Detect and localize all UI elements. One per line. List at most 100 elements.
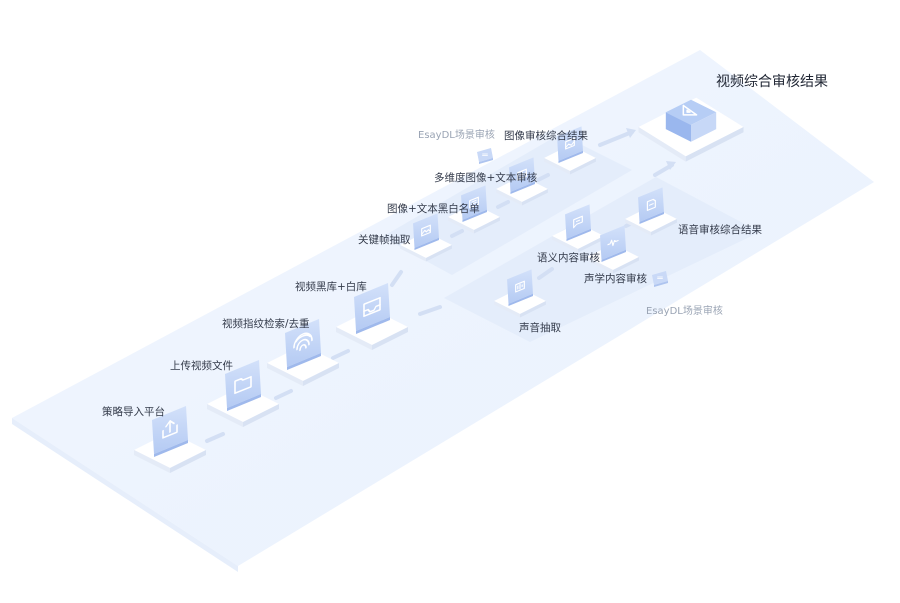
label-multi-dim: 多维度图像+文本审核: [434, 172, 538, 184]
node-voice-result: [625, 187, 677, 236]
label-audio-extract: 声音抽取: [519, 322, 561, 334]
arrow-2: [274, 389, 293, 400]
node-policy: [134, 406, 206, 473]
triangle-ruler-icon: [682, 104, 698, 116]
node-device: [225, 360, 261, 408]
arrow-3: [331, 349, 350, 360]
label-keyframe: 关键帧抽取: [358, 234, 411, 246]
easydl-icon: [657, 276, 663, 279]
node-device: [600, 225, 626, 260]
arrow-heads: [626, 128, 676, 170]
node-tile-side-right: [613, 257, 639, 274]
node-tile-side: [625, 219, 651, 236]
arrow-8: [536, 173, 550, 182]
node-tile-side: [494, 301, 520, 318]
label-img-text-list: 图像+文本黑白名单: [387, 203, 480, 215]
easydl-icon: [482, 153, 488, 156]
easydl-chip: [477, 148, 493, 162]
arrow-6: [450, 229, 464, 238]
final-base-side-right: [685, 127, 744, 162]
arrow-7: [496, 200, 510, 209]
node-device-edge: [462, 209, 487, 223]
node-device-edge: [510, 181, 535, 195]
node-tile-side-right: [520, 301, 546, 318]
node-tile-side: [134, 450, 170, 473]
speech-icon: [573, 215, 583, 229]
node-device-edge: [601, 249, 626, 263]
label-semantic: 语义内容审核: [537, 252, 600, 264]
cube-top: [665, 99, 717, 125]
arrow-9: [598, 130, 634, 147]
node-img-text-list: [448, 185, 500, 234]
easydl-chip-side: [479, 158, 493, 164]
node-semantic: [552, 204, 604, 253]
inbox-icon: [363, 296, 381, 318]
label-easydl-audio: EsayDL场景审核: [646, 306, 723, 317]
node-tile-side-right: [651, 219, 677, 236]
label-upload: 上传视频文件: [170, 360, 233, 372]
easydl-chip: [652, 271, 668, 285]
node-tile-side-right: [170, 450, 206, 473]
platform-edge: [12, 418, 238, 572]
node-fingerprint: [267, 319, 339, 386]
easydl-chip-side: [654, 281, 668, 287]
node-multi-dim: [496, 157, 548, 206]
audio-file-icon: [515, 280, 525, 293]
node-tile-side: [544, 158, 570, 175]
node-tile-side-right: [522, 189, 548, 206]
wave-icon: [607, 239, 619, 247]
node-device-edge: [154, 440, 188, 457]
node-keyframe: [400, 213, 452, 262]
node-device-edge: [414, 237, 439, 251]
node-tile-side-right: [426, 245, 452, 262]
label-voice-result: 语音审核综合结果: [678, 224, 762, 236]
arrowhead-audio: [666, 161, 676, 170]
node-device: [285, 319, 321, 367]
arrow-1: [205, 432, 225, 443]
cube-left: [665, 112, 691, 142]
node-tile-side: [496, 189, 522, 206]
label-blacklist: 视频黑库+白库: [295, 281, 367, 293]
node-layer: [134, 97, 744, 473]
node-tile-side: [400, 245, 426, 262]
node-tile-side: [448, 217, 474, 234]
node-device-edge: [558, 150, 583, 164]
node-device: [354, 283, 390, 331]
node-device-edge: [227, 394, 261, 411]
node-device: [565, 204, 591, 239]
node-tile-side-right: [578, 236, 604, 253]
node-device: [461, 185, 487, 220]
arrowhead-main: [626, 128, 636, 138]
node-tile-side-right: [570, 158, 596, 175]
cube-right: [691, 112, 717, 142]
doc-icon: [646, 198, 656, 211]
folder-icon: [234, 375, 252, 395]
node-tile-side-right: [372, 327, 408, 350]
node-device-edge: [566, 228, 591, 242]
node-device-edge: [639, 211, 664, 225]
node-easydl-image: [477, 148, 493, 164]
fingerprint-icon: [293, 332, 313, 352]
node-image-result: [544, 126, 596, 175]
node-tile-side: [552, 236, 578, 253]
label-easydl-image: EsayDL场景审核: [418, 130, 495, 141]
arrow-11: [537, 267, 554, 280]
node-device-edge: [508, 293, 533, 307]
label-image-result: 图像审核综合结果: [504, 130, 588, 142]
node-device: [557, 126, 583, 161]
arrow-5: [418, 305, 442, 316]
node-easydl-audio: [652, 271, 668, 287]
node-tile-side: [267, 363, 303, 386]
label-fingerprint: 视频指纹检索/去重: [222, 318, 310, 330]
label-final: 视频综合审核结果: [716, 74, 828, 90]
node-device-edge: [356, 317, 390, 334]
node-device-edge: [287, 353, 321, 370]
node-tile-side: [336, 327, 372, 350]
final-base-side: [638, 127, 686, 162]
node-tile-side: [207, 404, 243, 427]
list-icon: [469, 196, 479, 209]
platform-base: [12, 50, 874, 566]
node-final: [638, 97, 744, 162]
